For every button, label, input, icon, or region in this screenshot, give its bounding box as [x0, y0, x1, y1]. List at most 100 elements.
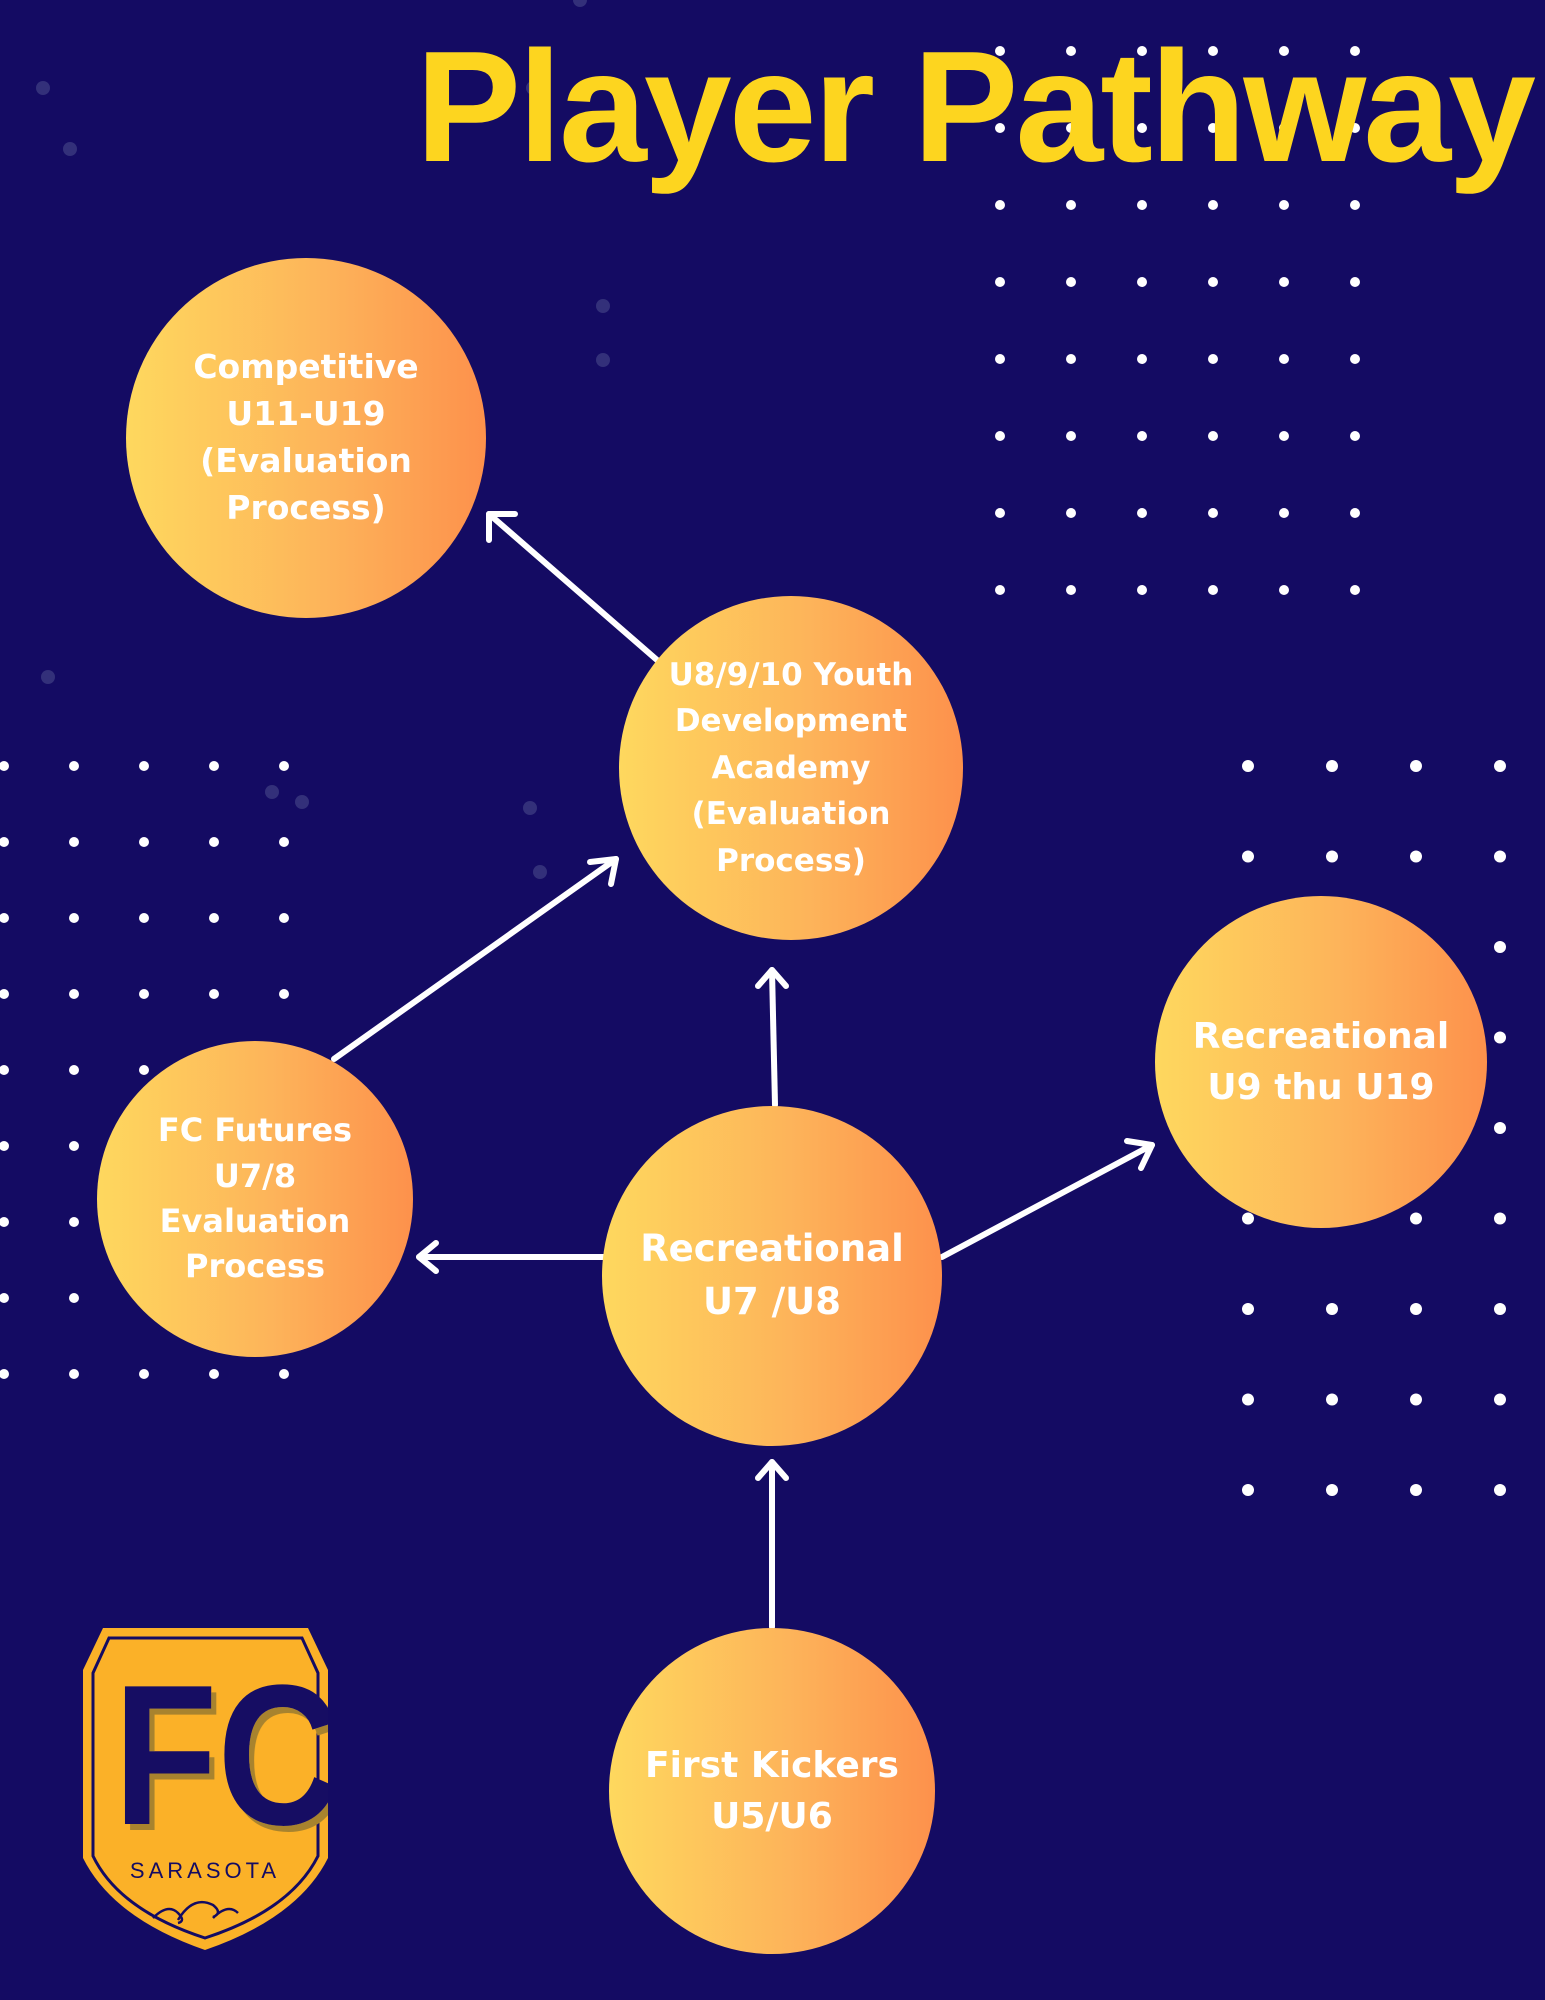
- wave-icon: [152, 1900, 239, 1925]
- decor-dot: [1494, 1484, 1506, 1496]
- decor-dot: [0, 1369, 9, 1379]
- arrow-academy-to-competitive: [486, 511, 660, 663]
- decor-dot: [0, 989, 9, 999]
- decor-dot: [0, 1293, 9, 1303]
- arrow-futures-to-academy: [331, 856, 619, 1062]
- decor-dot: [1242, 760, 1254, 772]
- arrow-rec-u7-to-rec-u9: [939, 1138, 1155, 1260]
- decor-dot: [1350, 585, 1360, 595]
- arrow-rec-u7-to-academy: [755, 967, 789, 1108]
- decor-dot: [209, 1369, 219, 1379]
- decor-dot: [1279, 46, 1289, 56]
- decor-dot: [1410, 1212, 1422, 1225]
- decor-dot: [1494, 1122, 1506, 1134]
- decor-dot: [69, 837, 79, 847]
- node-competitive-label: Competitive U11-U19 (Evaluation Process): [193, 347, 419, 527]
- decor-dot: [995, 585, 1005, 595]
- node-recreational-u7-label: Recreational U7 /U8: [640, 1227, 904, 1323]
- decor-dot: [1066, 277, 1076, 287]
- decor-dot: [295, 795, 309, 809]
- decor-dot: [279, 1369, 289, 1379]
- decor-dot: [1242, 1484, 1254, 1496]
- decor-dot: [279, 913, 289, 923]
- decor-dot: [1208, 46, 1218, 56]
- decor-dot: [1494, 1393, 1506, 1406]
- decor-dot: [995, 46, 1005, 56]
- decor-dot: [69, 1141, 79, 1151]
- decor-dot: [526, 81, 540, 95]
- decor-dot: [995, 277, 1005, 287]
- node-first-kickers-label: First Kickers U5/U6: [644, 1744, 899, 1837]
- decor-dot: [0, 1065, 9, 1075]
- decor-dot: [1066, 200, 1076, 210]
- decor-dot: [139, 1065, 149, 1075]
- decor-dot: [1242, 1212, 1254, 1225]
- decor-dot: [995, 431, 1005, 441]
- decor-dot: [139, 837, 149, 847]
- decor-dot: [1137, 46, 1147, 56]
- logo-subtext: SARASOTA: [130, 1858, 280, 1883]
- page-title: Player Pathway: [415, 19, 1536, 195]
- decor-dot: [69, 1217, 79, 1227]
- decor-dot: [1410, 1303, 1422, 1315]
- decor-dot: [1494, 1212, 1506, 1225]
- node-fc-futures-label: FC Futures U7/8 Evaluation Process: [157, 1111, 353, 1286]
- decor-dot: [1494, 1303, 1506, 1315]
- decor-dot: [1279, 123, 1289, 133]
- decor-dot: [1208, 354, 1218, 364]
- decor-dot: [1350, 46, 1360, 56]
- decor-dot: [1066, 508, 1076, 518]
- decor-dot: [69, 761, 79, 771]
- arrow-first-kickers-to-rec-u7: [755, 1459, 789, 1630]
- decor-dot: [1494, 941, 1506, 953]
- decor-dot: [1137, 123, 1147, 133]
- decor-dot: [1410, 1393, 1422, 1406]
- decor-dot: [1279, 200, 1289, 210]
- decor-dot: [1066, 123, 1076, 133]
- decor-dot: [139, 989, 149, 999]
- decor-dot: [69, 913, 79, 923]
- decor-dot: [995, 508, 1005, 518]
- node-recreational-u9-label: Recreational U9 thu U19: [1192, 1015, 1450, 1108]
- decor-dot: [0, 1141, 9, 1151]
- decor-dot: [139, 761, 149, 771]
- decor-dot: [533, 865, 547, 879]
- decor-dot: [1350, 431, 1360, 441]
- decor-dot: [0, 1217, 9, 1227]
- decor-dot: [1326, 1484, 1338, 1496]
- decor-dot: [0, 837, 9, 847]
- decor-dot: [1279, 277, 1289, 287]
- decor-dot: [69, 1293, 79, 1303]
- node-youth-academy: U8/9/10 Youth Development Academy (Evalu…: [619, 596, 963, 940]
- node-first-kickers: First Kickers U5/U6: [609, 1628, 935, 1954]
- decor-dot: [1208, 200, 1218, 210]
- decor-dot: [995, 123, 1005, 133]
- node-recreational-u9: Recreational U9 thu U19: [1155, 896, 1487, 1228]
- decor-dot: [1137, 585, 1147, 595]
- decor-dot: [1137, 277, 1147, 287]
- decor-dot: [1208, 585, 1218, 595]
- node-recreational-u7: Recreational U7 /U8: [602, 1106, 942, 1446]
- decor-dot: [1494, 1031, 1506, 1044]
- decor-dot: [41, 670, 55, 684]
- decor-dot: [1066, 585, 1076, 595]
- decor-dot: [1137, 354, 1147, 364]
- decor-dot: [1137, 200, 1147, 210]
- decor-dot: [995, 200, 1005, 210]
- decor-dot: [1242, 1393, 1254, 1406]
- decor-dot: [1279, 585, 1289, 595]
- decor-dot: [596, 353, 610, 367]
- decor-dot: [139, 1369, 149, 1379]
- decor-dot: [0, 913, 9, 923]
- decor-dot: [596, 299, 610, 313]
- decor-dot: [1326, 1393, 1338, 1406]
- decor-dot: [1279, 431, 1289, 441]
- node-fc-futures: FC Futures U7/8 Evaluation Process: [97, 1041, 413, 1357]
- decor-dot: [279, 837, 289, 847]
- decor-dot: [1326, 1303, 1338, 1315]
- decor-dot: [1350, 508, 1360, 518]
- decor-dot: [0, 761, 9, 771]
- decor-dot: [1242, 850, 1254, 863]
- decor-dot: [1494, 760, 1506, 772]
